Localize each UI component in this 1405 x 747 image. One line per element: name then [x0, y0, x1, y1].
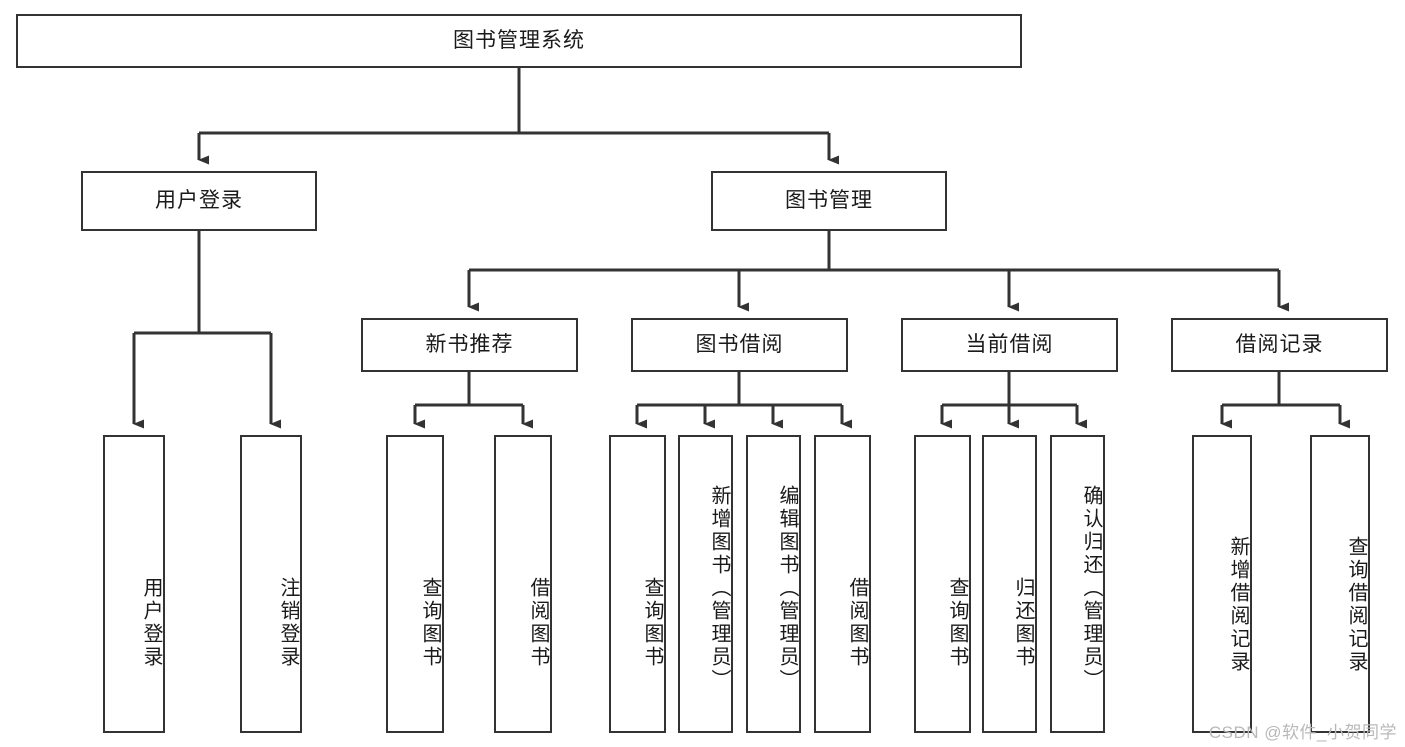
leaf-return-book[interactable]: 归还图书: [982, 435, 1037, 733]
leaf-user-logout-label: 注销登录: [277, 577, 299, 669]
leaf-edit-book[interactable]: 编辑图书（管理员）: [746, 435, 801, 733]
leaf-query-borrow-record-label: 查询借阅记录: [1345, 536, 1367, 674]
leaf-edit-book-label: 编辑图书（管理员）: [776, 484, 798, 692]
node-user-login[interactable]: 用户登录: [81, 171, 317, 231]
leaf-user-login[interactable]: 用户登录: [103, 435, 165, 733]
leaf-query-book-1[interactable]: 查询图书: [386, 435, 444, 733]
leaf-user-login-label: 用户登录: [140, 577, 162, 669]
leaf-borrow-book-2[interactable]: 借阅图书: [814, 435, 871, 733]
node-current-borrow-label: 当前借阅: [965, 332, 1054, 356]
node-borrow-record-label: 借阅记录: [1235, 332, 1324, 356]
node-book-borrow-label: 图书借阅: [695, 332, 784, 356]
watermark-text: CSDN @软件_小贺同学: [1208, 723, 1397, 742]
leaf-borrow-book-2-label: 借阅图书: [846, 577, 868, 669]
leaf-add-borrow-record-label: 新增借阅记录: [1227, 536, 1249, 674]
leaf-query-book-1-label: 查询图书: [419, 577, 441, 669]
leaf-query-book-2[interactable]: 查询图书: [609, 435, 666, 733]
leaf-query-book-3[interactable]: 查询图书: [914, 435, 971, 733]
node-borrow-record[interactable]: 借阅记录: [1171, 318, 1388, 372]
node-new-book-recommendation[interactable]: 新书推荐: [361, 318, 578, 372]
leaf-query-borrow-record[interactable]: 查询借阅记录: [1310, 435, 1370, 733]
leaf-confirm-return[interactable]: 确认归还（管理员）: [1050, 435, 1105, 733]
node-root-label: 图书管理系统: [453, 28, 585, 52]
leaf-borrow-book-1-label: 借阅图书: [527, 577, 549, 669]
leaf-add-borrow-record[interactable]: 新增借阅记录: [1192, 435, 1252, 733]
node-user-login-label: 用户登录: [155, 188, 243, 212]
node-book-manage[interactable]: 图书管理: [711, 171, 947, 231]
leaf-confirm-return-label: 确认归还（管理员）: [1080, 484, 1102, 692]
node-root[interactable]: 图书管理系统: [16, 14, 1022, 68]
leaf-query-book-3-label: 查询图书: [946, 577, 968, 669]
leaf-query-book-2-label: 查询图书: [641, 577, 663, 669]
leaf-borrow-book-1[interactable]: 借阅图书: [494, 435, 552, 733]
node-current-borrow[interactable]: 当前借阅: [901, 318, 1118, 372]
node-new-book-recommendation-label: 新书推荐: [425, 332, 514, 356]
leaf-add-book[interactable]: 新增图书（管理员）: [678, 435, 733, 733]
leaf-return-book-label: 归还图书: [1012, 577, 1034, 669]
node-book-manage-label: 图书管理: [785, 188, 873, 212]
node-book-borrow[interactable]: 图书借阅: [631, 318, 848, 372]
leaf-add-book-label: 新增图书（管理员）: [708, 484, 730, 692]
leaf-user-logout[interactable]: 注销登录: [240, 435, 302, 733]
